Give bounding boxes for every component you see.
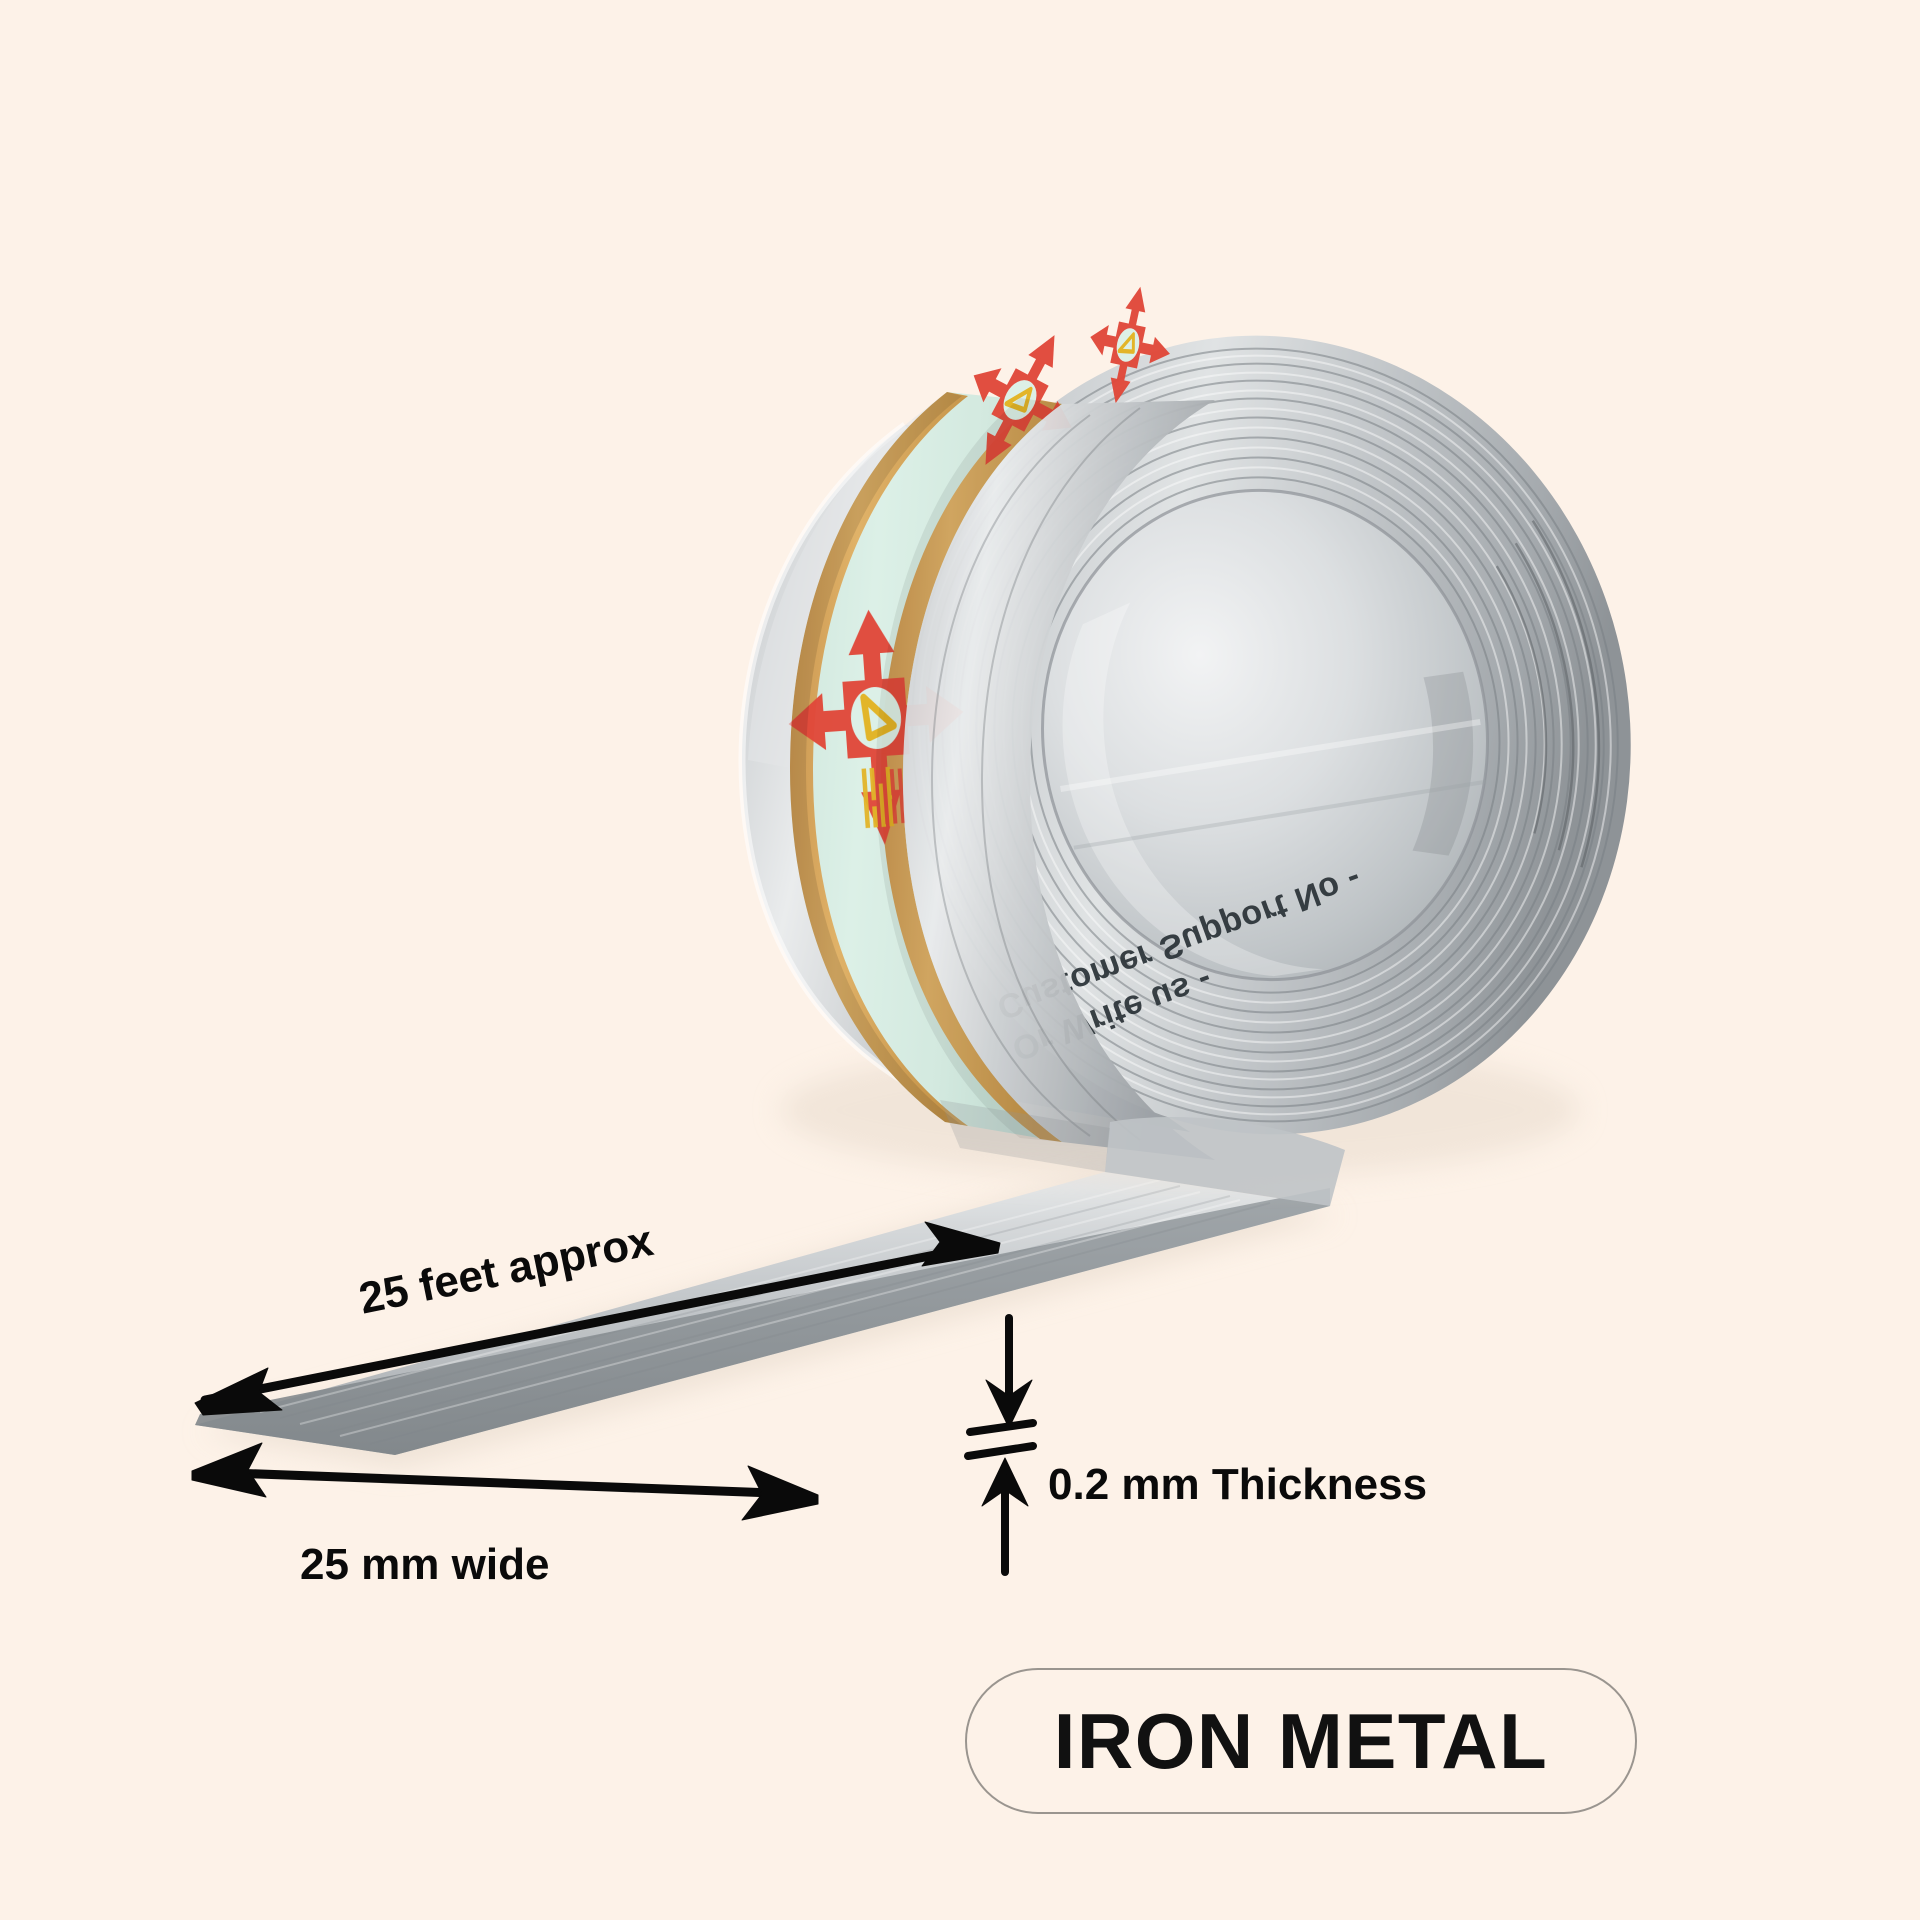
metal-roll: Or Write us - Customer Support No -	[738, 286, 1631, 1206]
dimension-annotations	[191, 1221, 1037, 1576]
thickness-dimension-arrow	[964, 1314, 1037, 1576]
material-type-badge[interactable]: IRON METAL	[965, 1668, 1637, 1814]
width-dimension-arrow	[191, 1442, 819, 1521]
thickness-dimension-label: 0.2 mm Thickness	[1048, 1460, 1428, 1509]
length-dimension-arrow	[194, 1221, 1001, 1416]
unrolled-strip	[195, 1172, 1340, 1468]
four-way-arrow-cross-logo	[788, 286, 1170, 845]
material-type-badge-label: IRON METAL	[1053, 1696, 1549, 1785]
width-dimension-label: 25 mm wide	[300, 1540, 550, 1589]
